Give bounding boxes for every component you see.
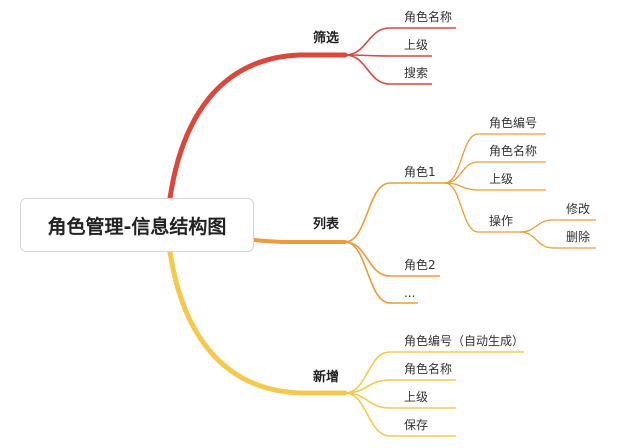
node-role1-id: 角色编号 <box>489 116 538 130</box>
connector-action-child-0 <box>519 219 554 233</box>
node-role1-parent: 上级 <box>489 172 514 186</box>
node-list-more: ... <box>404 286 416 300</box>
node-add-parent: 上级 <box>404 390 429 404</box>
connector-role1-child-1 <box>444 161 479 184</box>
branch-filter: 筛选 <box>313 31 340 46</box>
node-filter-parent: 上级 <box>404 38 429 52</box>
node-add-role-name: 角色名称 <box>404 362 453 376</box>
branch-add: 新增 <box>313 370 340 385</box>
connector-list <box>252 238 347 244</box>
connector-list-child-2 <box>344 241 391 304</box>
node-role1-name: 角色名称 <box>489 144 538 158</box>
connector-add <box>167 249 348 396</box>
node-action-edit: 修改 <box>566 202 591 216</box>
connector-filter-child-2 <box>344 54 391 85</box>
node-add-save: 保存 <box>404 418 429 432</box>
node-role1-actions: 操作 <box>489 214 514 228</box>
connector-filter <box>167 52 348 201</box>
connector-list-child-0 <box>344 182 391 243</box>
root-node: 角色管理-信息结构图 <box>20 198 254 252</box>
connector-action-child-1 <box>519 231 554 249</box>
connector-role1-child-3 <box>444 182 479 233</box>
node-filter-role-name: 角色名称 <box>404 10 453 24</box>
node-filter-search: 搜索 <box>404 66 429 80</box>
node-list-role2: 角色2 <box>404 258 436 272</box>
node-add-role-id: 角色编号（自动生成） <box>404 334 525 348</box>
connector-filter-child-0 <box>344 27 391 56</box>
branch-list: 列表 <box>313 217 340 232</box>
node-list-role1: 角色1 <box>404 165 436 179</box>
connector-add-child-3 <box>344 392 391 437</box>
root-title: 角色管理-信息结构图 <box>47 215 227 238</box>
connector-role1-child-0 <box>444 133 479 184</box>
node-action-delete: 删除 <box>566 230 591 244</box>
